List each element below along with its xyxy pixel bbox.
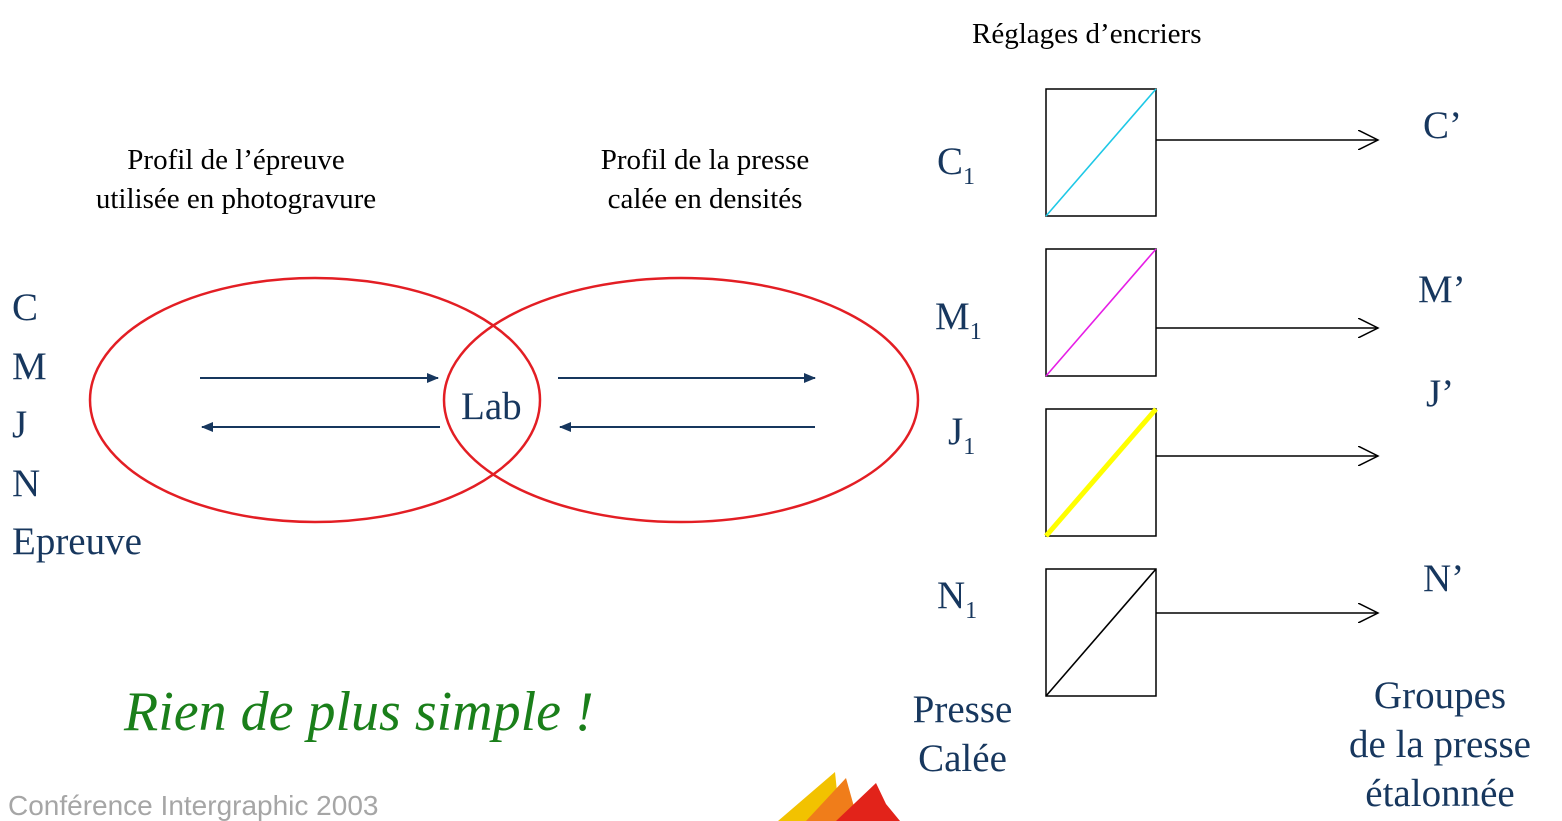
intergraphic-logo (778, 772, 900, 821)
press-input-n-sub: 1 (965, 598, 978, 624)
proof-profile-ellipse (88, 276, 542, 524)
footer-text: Conférence Intergraphic 2003 (8, 790, 379, 821)
ink-curve-yellow (1044, 407, 1158, 538)
press-caption: Presse Calée (885, 690, 1040, 778)
press-output-c: C’ (1423, 104, 1462, 147)
groups-caption-line2: de la presse (1349, 723, 1531, 766)
ink-curve-black (1045, 568, 1157, 697)
press-output-m: M’ (1418, 268, 1466, 311)
proof-input-j: J (12, 403, 28, 446)
proof-input-m: M (12, 345, 47, 388)
press-input-c-sub: 1 (963, 164, 976, 190)
ink-curve-cyan (1045, 88, 1157, 217)
press-profile-ellipse (442, 276, 920, 524)
groups-caption-line3: étalonnée (1365, 772, 1515, 815)
groups-caption-line1: Groupes (1373, 674, 1507, 717)
press-input-n-letter: N (937, 574, 966, 617)
press-caption-line2: Calée (918, 737, 1007, 780)
proof-profile-caption: Profil de l’épreuve utilisée en photogra… (36, 146, 436, 214)
press-input-j-sub: 1 (963, 434, 976, 460)
ink-curve-magenta (1045, 248, 1157, 377)
press-output-j: J’ (1426, 372, 1455, 415)
press-input-m-sub: 1 (969, 319, 982, 345)
ink-settings-title: Réglages d’encriers (972, 18, 1202, 50)
press-input-j-letter: J (948, 410, 964, 453)
press-profile-line1: Profil de la presse (600, 144, 810, 176)
press-input-c: C1 (937, 140, 975, 189)
press-output-n: N’ (1423, 557, 1465, 600)
proof-profile-line2: utilisée en photogravure (95, 183, 377, 215)
press-input-n: N1 (937, 574, 977, 623)
press-input-j: J1 (948, 410, 975, 459)
proof-caption: Epreuve (12, 520, 142, 563)
motto-text: Rien de plus simple ! (124, 681, 594, 743)
press-input-c-letter: C (937, 140, 964, 183)
groups-caption: Groupes de la presse étalonnée (1320, 676, 1560, 813)
proof-input-c: C (12, 286, 39, 329)
press-caption-line1: Presse (912, 688, 1013, 731)
press-input-m-letter: M (935, 295, 970, 338)
press-profile-line2: calée en densités (607, 183, 803, 215)
lab-label: Lab (461, 385, 522, 428)
press-input-m: M1 (935, 295, 982, 344)
press-profile-caption: Profil de la presse calée en densités (520, 146, 890, 214)
proof-profile-line1: Profil de l’épreuve (127, 144, 345, 176)
proof-input-n: N (12, 462, 41, 505)
